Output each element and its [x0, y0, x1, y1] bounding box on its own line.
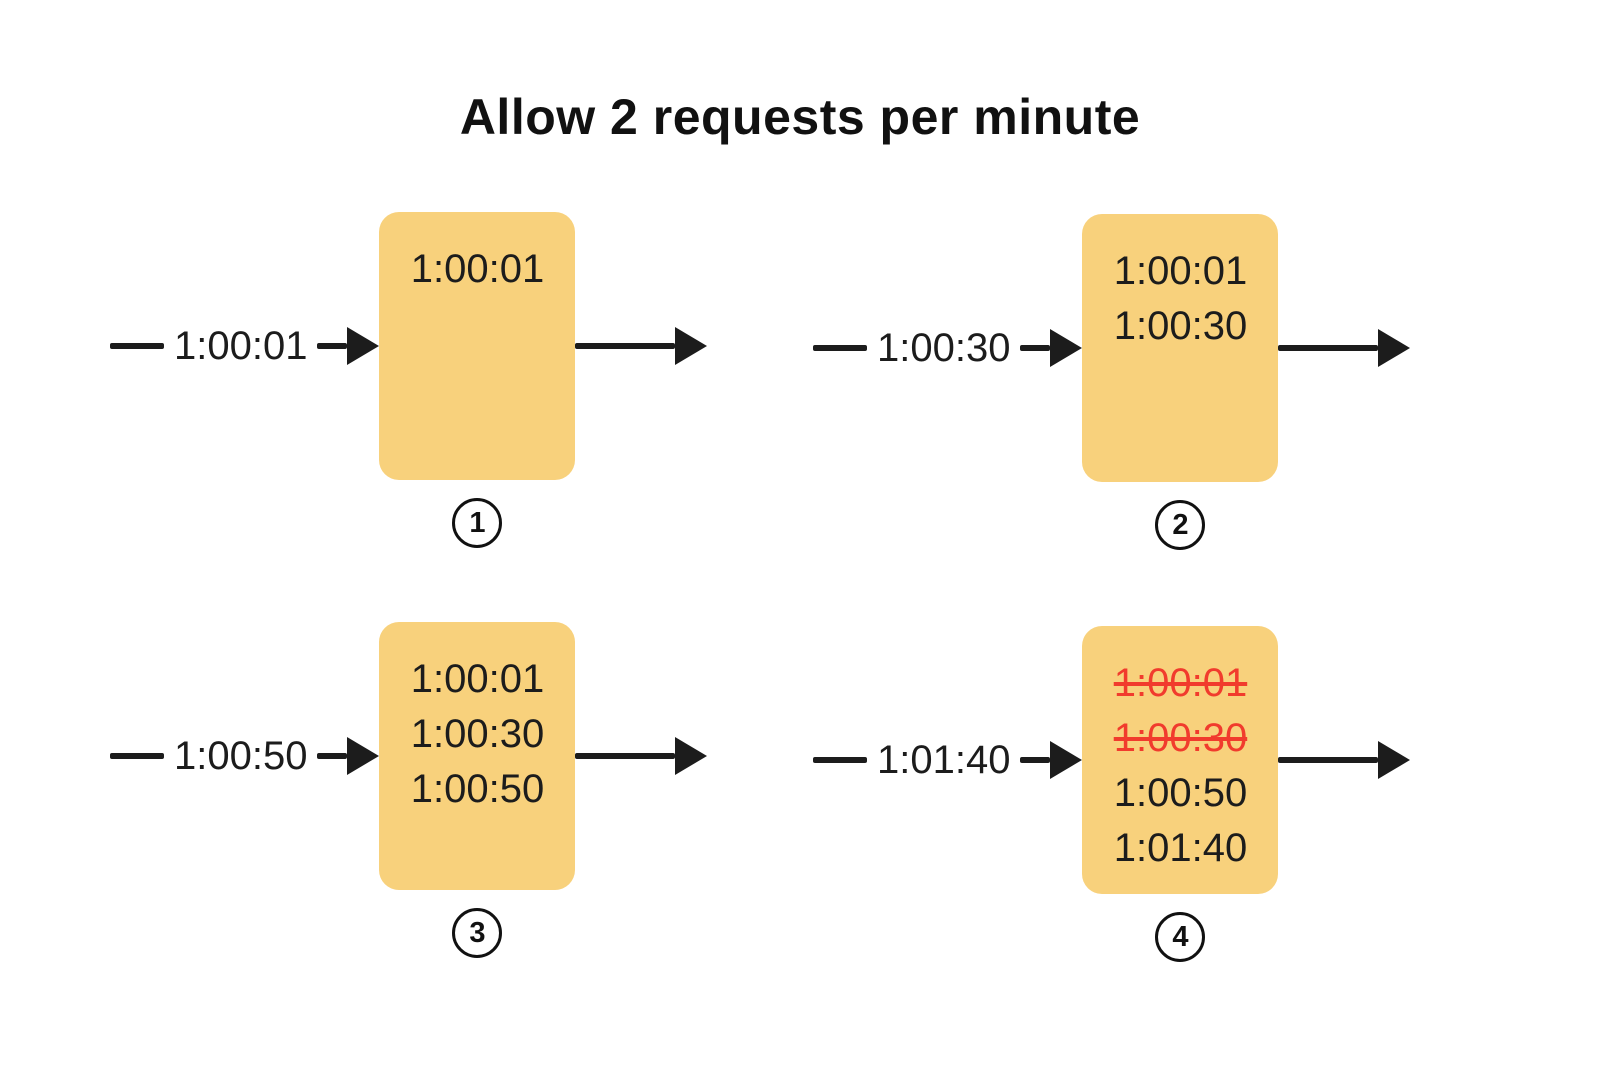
panel-step-3: 1:00:50 1:00:01 1:00:30 1:00:50 3 [110, 622, 708, 958]
panel-step-1: 1:00:01 1:00:01 1 [110, 212, 708, 548]
outgoing-line [575, 753, 676, 759]
step-number-badge: 1 [452, 498, 503, 548]
outgoing-arrow [575, 327, 708, 365]
incoming-line [1020, 345, 1051, 351]
arrow-right-icon [1378, 741, 1411, 779]
arrow-right-icon [1050, 741, 1083, 779]
log-entry-denied: 1:00:30 [1113, 716, 1248, 760]
incoming-line-start [813, 757, 867, 763]
incoming-line-start [110, 753, 164, 759]
log-entry-denied: 1:00:01 [1113, 661, 1248, 705]
request-log-box: 1:00:01 [379, 212, 576, 480]
incoming-line [317, 753, 348, 759]
log-entry: 1:00:30 [1113, 304, 1248, 348]
request-log-box: 1:00:01 1:00:30 [1082, 214, 1279, 482]
incoming-timestamp-label: 1:00:30 [877, 325, 1011, 370]
step-number-badge: 3 [452, 908, 503, 958]
arrow-right-icon [347, 737, 380, 775]
incoming-line-start [110, 343, 164, 349]
arrow-right-icon [1050, 329, 1083, 367]
incoming-line-start [813, 345, 867, 351]
incoming-timestamp-label: 1:01:40 [877, 737, 1011, 782]
arrow-right-icon [675, 737, 708, 775]
incoming-arrow [1020, 329, 1083, 367]
log-entry: 1:00:50 [1113, 771, 1248, 815]
log-box-wrap: 1:00:01 1:00:30 2 [1082, 214, 1279, 550]
log-entry: 1:00:30 [410, 712, 545, 756]
request-log-box: 1:00:01 1:00:30 1:00:50 1:01:40 [1082, 626, 1279, 894]
incoming-timestamp-label: 1:00:01 [174, 323, 308, 368]
incoming-arrow [317, 327, 380, 365]
step-number-badge: 4 [1155, 912, 1206, 962]
outgoing-line [1278, 757, 1379, 763]
diagram-title: Allow 2 requests per minute [459, 89, 1141, 145]
incoming-arrow [1020, 741, 1083, 779]
log-entry: 1:00:01 [410, 657, 545, 701]
arrow-right-icon [1378, 329, 1411, 367]
log-entry: 1:00:01 [410, 247, 545, 291]
incoming-line [1020, 757, 1051, 763]
outgoing-arrow [1278, 741, 1411, 779]
request-log-box: 1:00:01 1:00:30 1:00:50 [379, 622, 576, 890]
arrow-right-icon [347, 327, 380, 365]
arrow-right-icon [675, 327, 708, 365]
log-entry: 1:01:40 [1113, 826, 1248, 870]
outgoing-line [1278, 345, 1379, 351]
log-entry: 1:00:50 [410, 767, 545, 811]
incoming-line [317, 343, 348, 349]
outgoing-line [575, 343, 676, 349]
log-box-wrap: 1:00:01 1 [379, 212, 576, 548]
log-box-wrap: 1:00:01 1:00:30 1:00:50 1:01:40 4 [1082, 626, 1279, 962]
outgoing-arrow [1278, 329, 1411, 367]
log-box-wrap: 1:00:01 1:00:30 1:00:50 3 [379, 622, 576, 958]
incoming-arrow [317, 737, 380, 775]
log-entry: 1:00:01 [1113, 249, 1248, 293]
panel-step-2: 1:00:30 1:00:01 1:00:30 2 [813, 214, 1411, 550]
incoming-timestamp-label: 1:00:50 [174, 733, 308, 778]
step-number-badge: 2 [1155, 500, 1206, 550]
outgoing-arrow [575, 737, 708, 775]
panel-step-4: 1:01:40 1:00:01 1:00:30 1:00:50 1:01:40 4 [813, 626, 1411, 962]
